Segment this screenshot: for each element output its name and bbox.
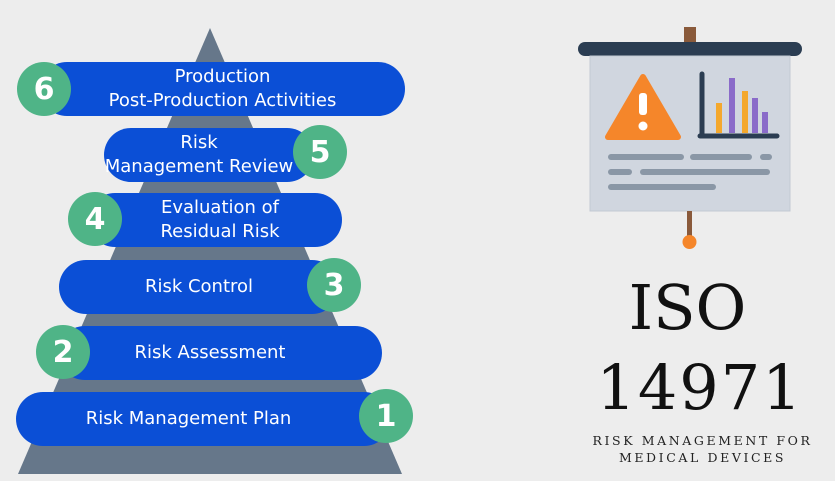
iso-subtitle-line-2: MEDICAL DEVICES	[618, 450, 787, 465]
step-6-line-1: Production	[174, 66, 271, 87]
iso-title: ISO	[628, 271, 747, 344]
step-4-line-1: Evaluation of	[160, 197, 280, 218]
step-5-line-2: Management Review	[104, 156, 294, 177]
iso-subtitle-line-1: RISK MANAGEMENT FOR	[592, 433, 813, 448]
step-3-bar: Risk Control	[59, 260, 339, 314]
step-1-number-badge: 1	[359, 389, 413, 443]
step-1-bar: Risk Management Plan	[16, 392, 391, 446]
step-5-number-badge: 5	[293, 125, 347, 179]
step-4-bar: Evaluation of Residual Risk	[88, 193, 342, 247]
step-5-bar: Risk Management Review	[104, 128, 314, 182]
step-3-line-1: Risk Control	[144, 276, 254, 297]
board-text-lines	[608, 154, 772, 190]
step-2-line-1: Risk Assessment	[134, 342, 286, 363]
step-6-number-badge: 6	[17, 62, 71, 116]
bar-chart-icon	[697, 71, 780, 139]
step-2-bar: Risk Assessment	[58, 326, 382, 380]
step-2-number-badge: 2	[36, 325, 90, 379]
step-4-line-2: Residual Risk	[160, 221, 280, 242]
warning-triangle-icon	[605, 74, 681, 140]
step-4-number-badge: 4	[68, 192, 122, 246]
step-3-number-badge: 3	[307, 258, 361, 312]
step-5-line-1: Risk	[180, 132, 218, 153]
iso-number: 14971	[596, 351, 804, 424]
step-6-bar: Production Post-Production Activities	[40, 62, 405, 116]
step-1-line-1: Risk Management Plan	[85, 408, 292, 429]
step-6-line-2: Post-Production Activities	[108, 90, 337, 111]
